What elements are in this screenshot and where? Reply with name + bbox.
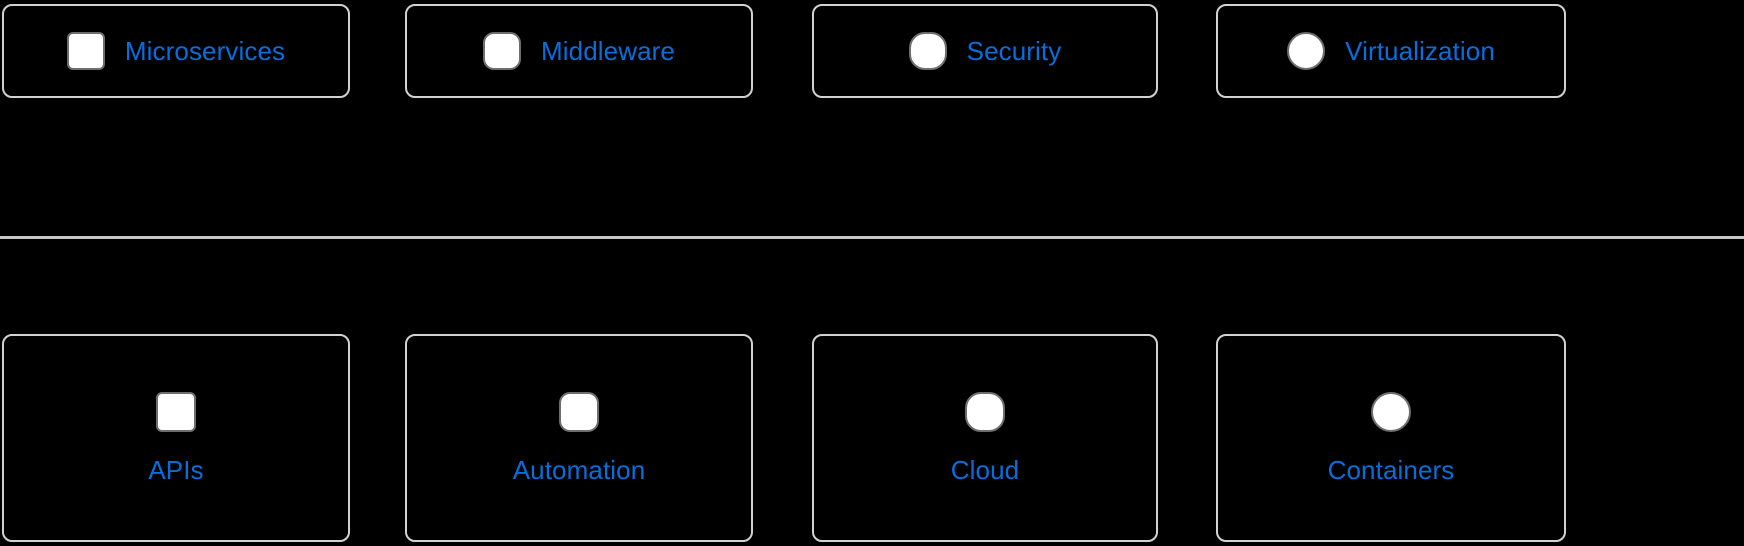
circle-icon bbox=[1287, 32, 1326, 70]
card-label: Automation bbox=[512, 454, 646, 485]
circle-icon bbox=[1371, 391, 1411, 432]
square-icon bbox=[66, 32, 105, 70]
squircle-icon bbox=[965, 391, 1005, 432]
card-label: Middleware bbox=[541, 35, 675, 66]
rounded-square-icon bbox=[559, 391, 599, 432]
card-cloud[interactable]: Cloud bbox=[812, 334, 1158, 542]
card-apis[interactable]: APIs bbox=[2, 334, 350, 542]
row-divider bbox=[0, 236, 1744, 239]
square-icon bbox=[156, 391, 196, 432]
card-label: APIs bbox=[148, 454, 204, 485]
card-microservices[interactable]: Microservices bbox=[2, 4, 350, 98]
squircle-icon bbox=[908, 32, 947, 70]
card-label: Cloud bbox=[950, 454, 1020, 485]
bottom-row: APIs Automation Cloud Containers bbox=[2, 334, 1742, 542]
card-automation[interactable]: Automation bbox=[405, 334, 753, 542]
card-label: Containers bbox=[1327, 454, 1455, 485]
card-security[interactable]: Security bbox=[812, 4, 1158, 98]
card-containers[interactable]: Containers bbox=[1216, 334, 1566, 542]
card-label: Security bbox=[966, 35, 1062, 66]
card-middleware[interactable]: Middleware bbox=[405, 4, 753, 98]
card-virtualization[interactable]: Virtualization bbox=[1216, 4, 1566, 98]
card-label: Microservices bbox=[124, 35, 286, 66]
rounded-square-icon bbox=[483, 32, 522, 70]
card-label: Virtualization bbox=[1345, 35, 1495, 66]
top-row: Microservices Middleware Security Virtua… bbox=[2, 4, 1742, 98]
